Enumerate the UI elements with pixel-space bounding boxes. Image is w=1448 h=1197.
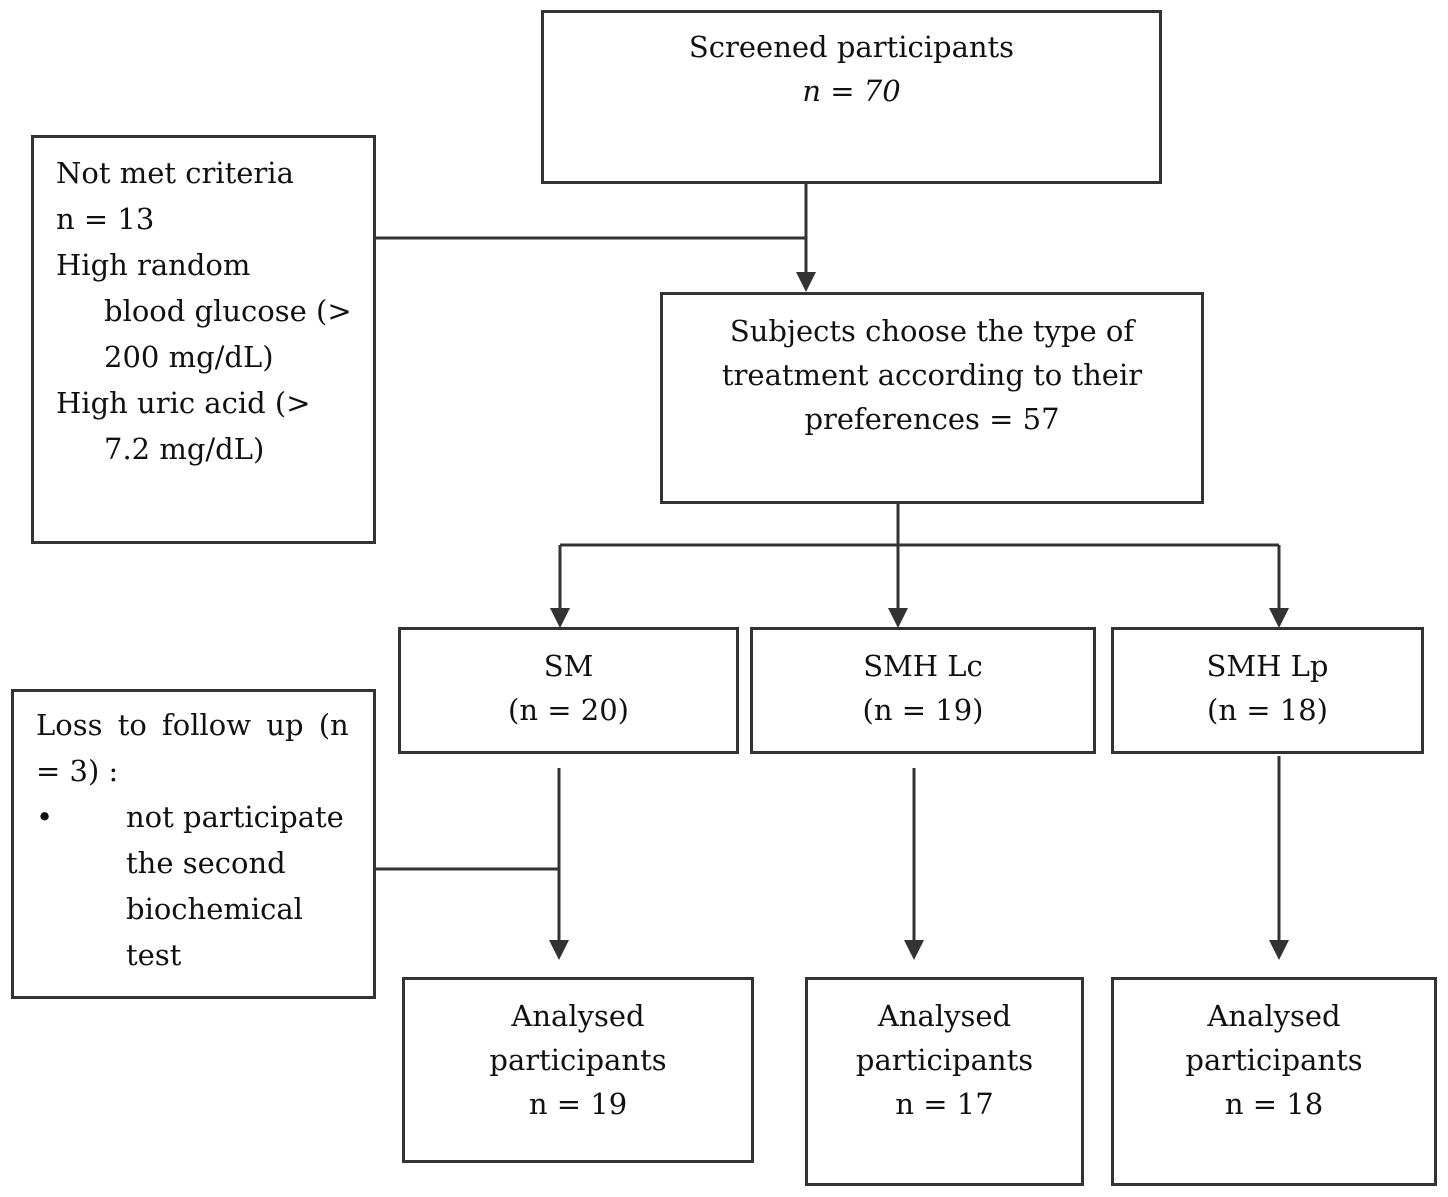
screened-count: n = 70 (802, 74, 901, 108)
group-sm-box: SM (n = 20) (398, 627, 739, 754)
loss-bullet-item: • not participate the second biochemical… (36, 794, 363, 978)
choice-line-1: Subjects choose the type of (729, 314, 1135, 348)
group-smh-lp-name: SMH Lp (1206, 649, 1329, 683)
loss-line-2: = 3) : (36, 754, 119, 788)
group-smh-lc-name: SMH Lc (863, 649, 983, 683)
group-smh-lc-count: (n = 19) (862, 693, 984, 727)
excluded-box: Not met criteria n = 13 High random bloo… (31, 135, 376, 544)
loss-reason-2: the second (126, 846, 286, 880)
excluded-reason-uric: High uric acid (> (56, 386, 311, 420)
group-smh-lp-box: SMH Lp (n = 18) (1111, 627, 1424, 754)
analysed-lp-count: n = 18 (1224, 1087, 1324, 1121)
screened-box: Screened participants n = 70 (541, 10, 1162, 184)
excluded-count: n = 13 (56, 202, 155, 236)
analysed-lp-label-2: participants (1185, 1043, 1363, 1077)
choice-line-2: treatment according to their (721, 358, 1143, 392)
excluded-title: Not met criteria (56, 156, 294, 190)
screened-title: Screened participants (688, 30, 1015, 64)
excluded-reason-glucose-value: 200 mg/dL) (104, 340, 274, 374)
analysed-sm-box: Analysed participants n = 19 (402, 977, 754, 1163)
loss-reason-3: biochemical (126, 892, 303, 926)
analysed-sm-label-2: participants (489, 1043, 667, 1077)
group-sm-count: (n = 20) (508, 693, 629, 727)
bullet-icon: • (36, 800, 54, 834)
group-sm-name: SM (543, 649, 594, 683)
analysed-lp-label-1: Analysed (1207, 999, 1341, 1033)
group-smh-lc-box: SMH Lc (n = 19) (750, 627, 1096, 754)
analysed-lc-label-2: participants (855, 1043, 1034, 1077)
loss-box: Loss to follow up (n = 3) : • not partic… (11, 689, 376, 999)
analysed-lc-count: n = 17 (895, 1087, 994, 1121)
analysed-smh-lc-box: Analysed participants n = 17 (805, 977, 1084, 1186)
excluded-reason-uric-value: 7.2 mg/dL) (104, 432, 265, 466)
analysed-sm-label-1: Analysed (511, 999, 645, 1033)
analysed-smh-lp-box: Analysed participants n = 18 (1111, 977, 1437, 1186)
analysed-lc-label-1: Analysed (877, 999, 1012, 1033)
loss-reason-1: not participate (126, 800, 344, 834)
loss-reason-4: test (126, 938, 182, 972)
analysed-sm-count: n = 19 (528, 1087, 628, 1121)
excluded-reason-glucose-detail: blood glucose (> (104, 294, 352, 328)
choice-line-3: preferences = 57 (804, 402, 1060, 436)
excluded-reason-glucose: High random (56, 248, 251, 282)
choice-box: Subjects choose the type of treatment ac… (660, 292, 1204, 504)
loss-line-1: Loss to follow up (n (36, 708, 349, 742)
group-smh-lp-count: (n = 18) (1207, 693, 1328, 727)
